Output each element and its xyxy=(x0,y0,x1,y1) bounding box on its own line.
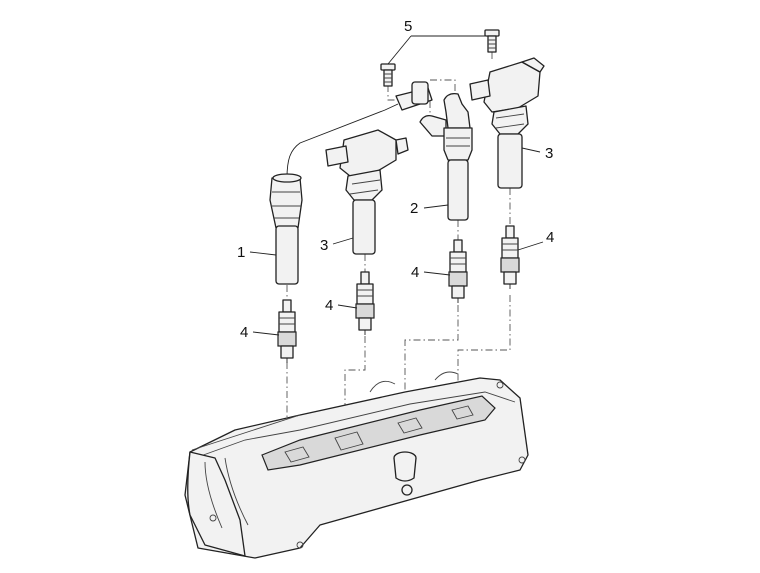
ignition-coil-left xyxy=(325,129,409,255)
bolt-left xyxy=(380,63,396,87)
callout-3-coil-right: 3 xyxy=(545,145,553,162)
callout-4-plug-mid: 4 xyxy=(325,297,333,314)
callout-1-lead: 1 xyxy=(237,244,245,261)
callout-2-boot: 2 xyxy=(410,200,418,217)
callout-leader-lines xyxy=(249,35,544,336)
valve-cover xyxy=(184,371,529,559)
callout-labels: 1 2 3 3 4 4 4 4 5 xyxy=(237,18,554,341)
ignition-coil-right xyxy=(469,57,545,189)
callout-4-plug-right: 4 xyxy=(546,229,554,246)
spark-plug-mid xyxy=(355,271,375,335)
spark-plug-left xyxy=(277,299,297,363)
callout-3-coil-left: 3 xyxy=(320,237,328,254)
spark-plug-right xyxy=(500,225,520,289)
bolt-right xyxy=(484,29,500,53)
callout-4-plug-center: 4 xyxy=(411,264,419,281)
callout-4-plug-left: 4 xyxy=(240,324,248,341)
callout-5-bolts: 5 xyxy=(404,18,412,35)
spark-plug-boot xyxy=(419,92,473,221)
ignition-lead-assembly xyxy=(269,81,433,285)
spark-plug-center xyxy=(448,239,468,303)
